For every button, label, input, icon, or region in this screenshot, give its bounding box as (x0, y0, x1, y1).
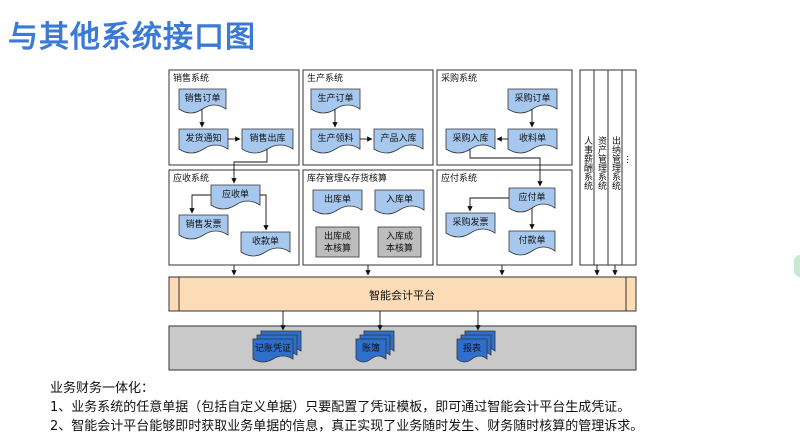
doc-outbound-bill[interactable]: 出库单 (312, 189, 363, 215)
doc-inbound-bill[interactable]: 入库单 (374, 189, 425, 215)
panel-sales-title: 销售系统 (173, 72, 209, 84)
side-system-asset[interactable]: 资产管理系统 (593, 69, 609, 266)
doc-sales-outbound-label: 销售出库 (249, 132, 285, 144)
output-ledger[interactable]: 账簿 (355, 330, 395, 363)
doc-production-picking-label: 生产领料 (317, 132, 353, 144)
doc-product-inbound-label: 产品入库 (380, 132, 416, 144)
panel-purchase-title: 采购系统 (441, 72, 477, 84)
connector-lines (189, 109, 618, 331)
doc-purchase-inbound[interactable]: 采购入库 (445, 128, 496, 154)
outbound-costing-line1: 出库成 (324, 230, 351, 242)
doc-production-order-label: 生产订单 (317, 92, 353, 104)
edge-handle (794, 255, 800, 277)
doc-material-receipt[interactable]: 收料单 (507, 128, 558, 154)
doc-purchase-inbound-label: 采购入库 (452, 132, 488, 144)
box-outbound-costing[interactable]: 出库成 本核算 (315, 226, 360, 258)
outbound-costing-line2: 本核算 (324, 242, 351, 254)
smart-accounting-platform[interactable]: 智能会计平台 (168, 276, 637, 312)
doc-sales-order[interactable]: 销售订单 (178, 88, 227, 114)
doc-receivable-bill[interactable]: 应收单 (210, 184, 261, 210)
doc-purchase-invoice-label: 采购发票 (452, 216, 488, 228)
footer-notes: 业务财务一体化： 1、业务系统的任意单据（包括自定义单据）只要配置了凭证模板，即… (50, 379, 643, 436)
doc-product-inbound[interactable]: 产品入库 (373, 128, 424, 154)
doc-delivery-notice-label: 发货通知 (185, 132, 221, 144)
side-system-more[interactable]: … (621, 69, 637, 266)
footer-line-2: 2、智能会计平台能够即时获取业务单据的信息，真正实现了业务随时发生、财务随时核算… (50, 419, 644, 434)
doc-outbound-bill-label: 出库单 (324, 193, 351, 205)
doc-collection-bill-label: 收款单 (252, 235, 279, 247)
footer-heading: 业务财务一体化： (50, 381, 155, 396)
side-system-hr[interactable]: 人事薪酬系统 (579, 69, 595, 266)
doc-inbound-bill-label: 入库单 (386, 193, 413, 205)
inbound-costing-line2: 本核算 (386, 242, 413, 254)
doc-receivable-bill-label: 应收单 (222, 188, 249, 200)
output-report[interactable]: 报表 (456, 330, 496, 363)
platform-label: 智能会计平台 (369, 288, 435, 302)
doc-purchase-invoice[interactable]: 采购发票 (445, 212, 496, 238)
output-accounting-voucher[interactable]: 记账凭证 (252, 330, 302, 363)
output-report-label: 报表 (463, 342, 481, 354)
side-system-asset-label: 资产管理系统 (596, 136, 607, 191)
output-ledger-label: 账簿 (362, 342, 380, 354)
side-system-cashier-label: 出纳管理系统 (610, 135, 621, 191)
doc-payment-bill-label: 付款单 (518, 234, 545, 246)
inbound-costing-line1: 入库成 (386, 230, 413, 242)
side-system-hr-label: 人事薪酬系统 (582, 136, 593, 191)
panel-production-title: 生产系统 (307, 72, 343, 84)
doc-delivery-notice[interactable]: 发货通知 (178, 128, 229, 154)
doc-sales-invoice-label: 销售发票 (185, 218, 221, 230)
doc-sales-order-label: 销售订单 (184, 92, 220, 104)
doc-purchase-order[interactable]: 采购订单 (507, 88, 558, 114)
doc-sales-invoice[interactable]: 销售发票 (178, 214, 229, 240)
panel-inventory-title: 库存管理&存货核算 (307, 172, 387, 184)
output-voucher-label: 记账凭证 (255, 342, 291, 354)
side-system-more-label: … (624, 155, 634, 164)
doc-sales-outbound[interactable]: 销售出库 (241, 128, 294, 154)
doc-payment-bill[interactable]: 付款单 (508, 230, 556, 256)
doc-production-picking[interactable]: 生产领料 (310, 128, 361, 154)
output-band (168, 325, 637, 371)
panel-receivable-title: 应收系统 (173, 172, 209, 184)
doc-payable-bill-label: 应付单 (518, 191, 545, 203)
panel-payable-title: 应付系统 (441, 172, 477, 184)
box-inbound-costing[interactable]: 入库成 本核算 (377, 226, 422, 258)
doc-payable-bill[interactable]: 应付单 (508, 187, 556, 213)
page-title: 与其他系统接口图 (8, 20, 256, 55)
doc-collection-bill[interactable]: 收款单 (240, 231, 291, 257)
doc-purchase-order-label: 采购订单 (514, 92, 550, 104)
side-system-cashier[interactable]: 出纳管理系统 (607, 69, 623, 266)
doc-production-order[interactable]: 生产订单 (310, 88, 361, 114)
footer-line-1: 1、业务系统的任意单据（包括自定义单据）只要配置了凭证模板，即可通过智能会计平台… (50, 400, 631, 415)
doc-material-receipt-label: 收料单 (519, 132, 546, 144)
